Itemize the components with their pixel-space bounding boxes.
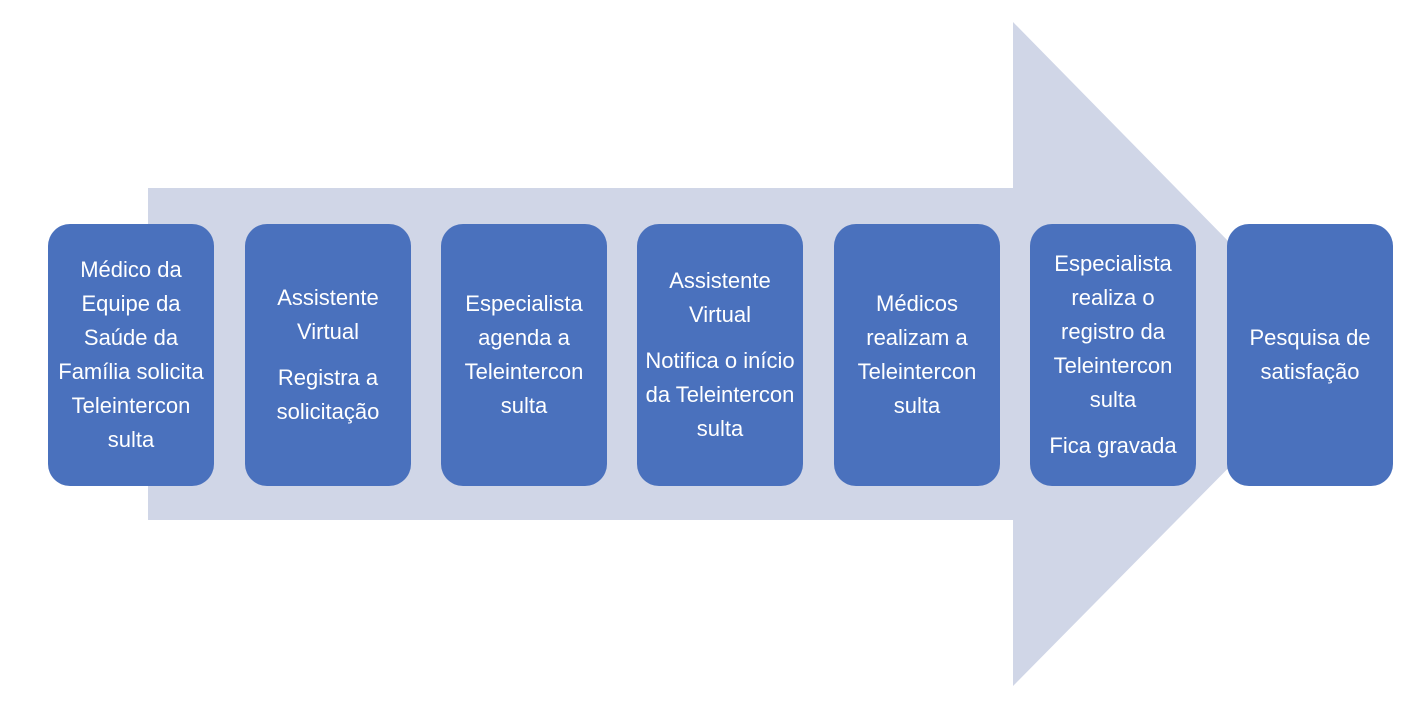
step-4-box: Assistente Virtual Notifica o início da … [637, 224, 803, 486]
step-7-text: Pesquisa de satisfação [1249, 325, 1371, 384]
step-2-subtext: Registra a solicitação [276, 365, 380, 424]
step-6-text: Especialista realiza o registro da Telei… [1053, 251, 1173, 412]
step-3-box: Especialista agenda a Teleintercon sulta [441, 224, 607, 486]
step-3-text: Especialista agenda a Teleintercon sulta [464, 291, 584, 418]
step-4-subtext: Notifica o início da Teleintercon sulta [645, 348, 795, 441]
step-7-box: Pesquisa de satisfação [1227, 224, 1393, 486]
step-6-subtext: Fica gravada [1049, 433, 1177, 458]
step-1-text: Médico da Equipe da Saúde da Família sol… [58, 257, 204, 452]
step-4-text: Assistente Virtual [669, 268, 771, 327]
step-2-text: Assistente Virtual [277, 285, 379, 344]
step-2-box: Assistente Virtual Registra a solicitaçã… [245, 224, 411, 486]
step-5-text: Médicos realizam a Teleintercon sulta [857, 291, 977, 418]
step-5-box: Médicos realizam a Teleintercon sulta [834, 224, 1000, 486]
step-6-box: Especialista realiza o registro da Telei… [1030, 224, 1196, 486]
step-1-box: Médico da Equipe da Saúde da Família sol… [48, 224, 214, 486]
